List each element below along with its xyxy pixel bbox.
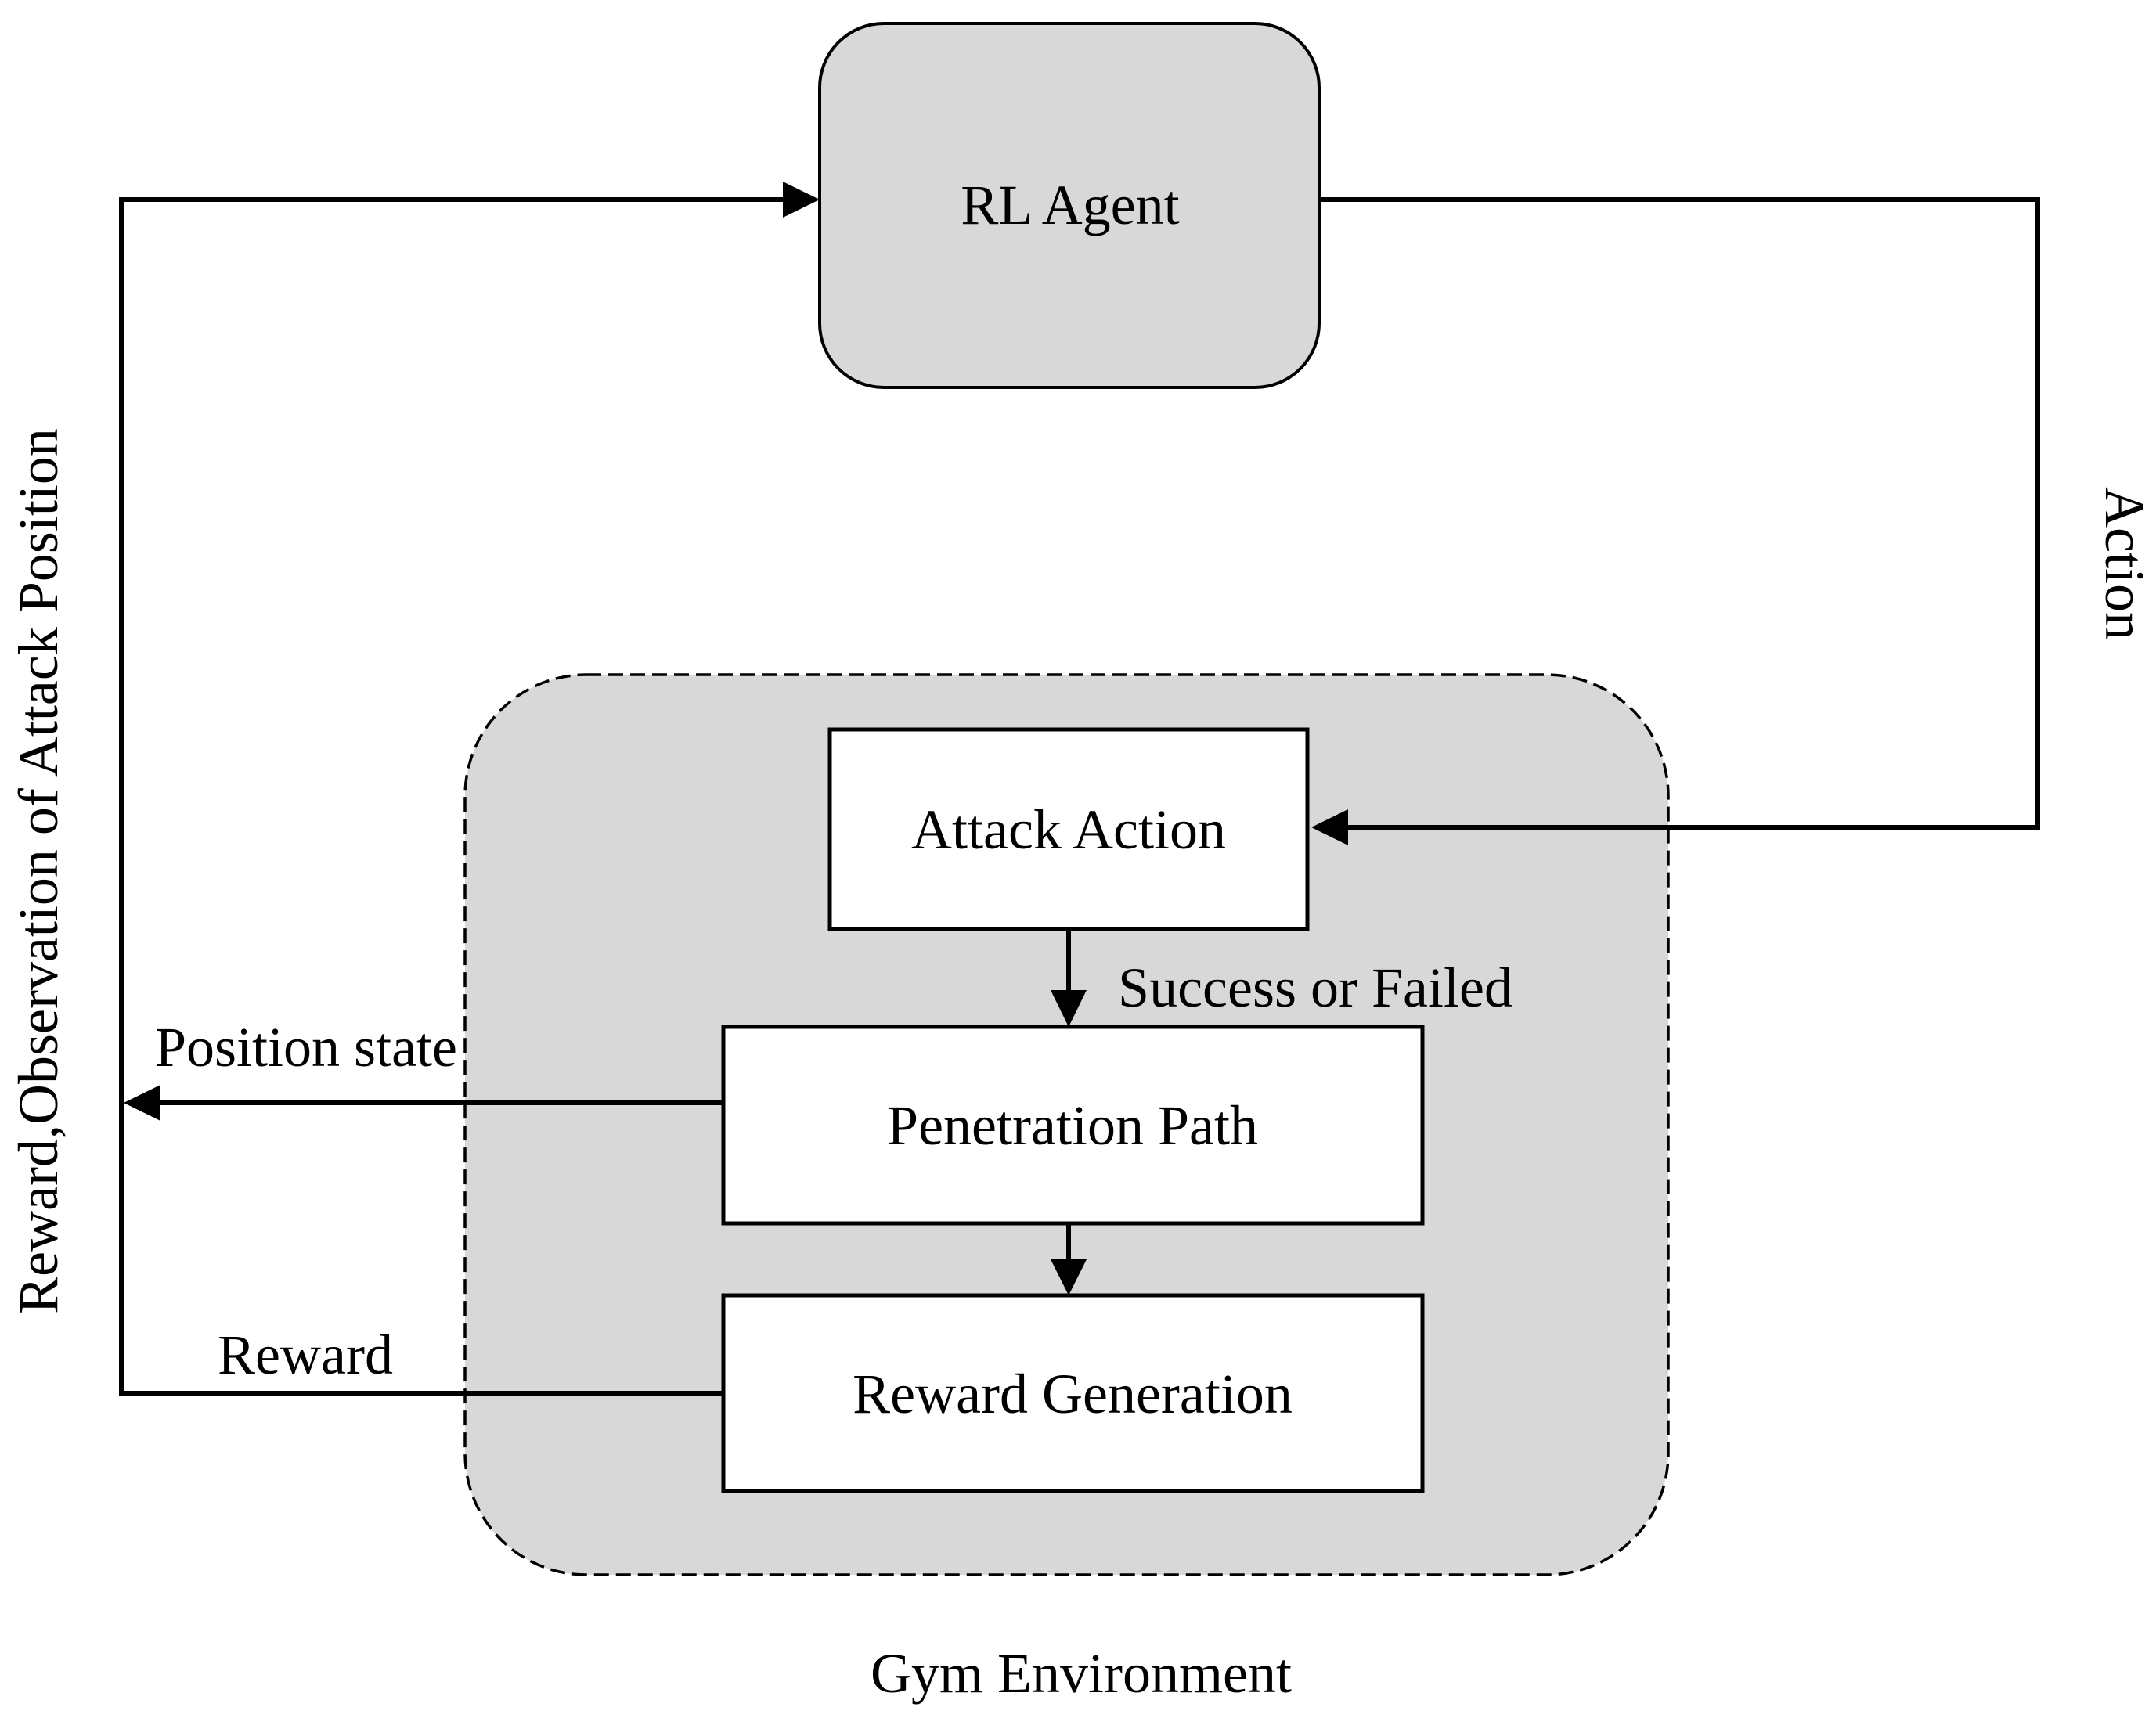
reward-generation-label: Reward Generation bbox=[853, 1363, 1293, 1425]
position-state-label: Position state bbox=[155, 1016, 457, 1079]
action-label: Action bbox=[2093, 487, 2156, 640]
position-state-arrowhead-icon bbox=[124, 1085, 160, 1121]
action-edge-line bbox=[1319, 197, 2040, 830]
success-arrowhead-icon bbox=[1051, 990, 1087, 1027]
gym-environment-label: Gym Environment bbox=[871, 1642, 1292, 1705]
rl-agent-label: RL Agent bbox=[961, 174, 1179, 236]
observation-label: Reward,Observation of Attack Position bbox=[7, 428, 70, 1314]
reward-generation-box bbox=[721, 1293, 1425, 1493]
observation-arrowhead-icon bbox=[783, 182, 820, 218]
action-arrowhead-icon bbox=[1311, 809, 1348, 845]
rl-agent-box bbox=[818, 22, 1321, 389]
attack-action-label: Attack Action bbox=[911, 798, 1226, 861]
penetration-path-box bbox=[721, 1025, 1425, 1226]
path-to-reward-arrowhead-icon bbox=[1051, 1259, 1087, 1295]
reward-label: Reward bbox=[218, 1324, 393, 1386]
attack-action-box bbox=[827, 727, 1310, 931]
success-or-failed-label: Success or Failed bbox=[1118, 956, 1512, 1019]
observation-edge-line bbox=[119, 197, 783, 1396]
penetration-path-label: Penetration Path bbox=[887, 1094, 1258, 1157]
